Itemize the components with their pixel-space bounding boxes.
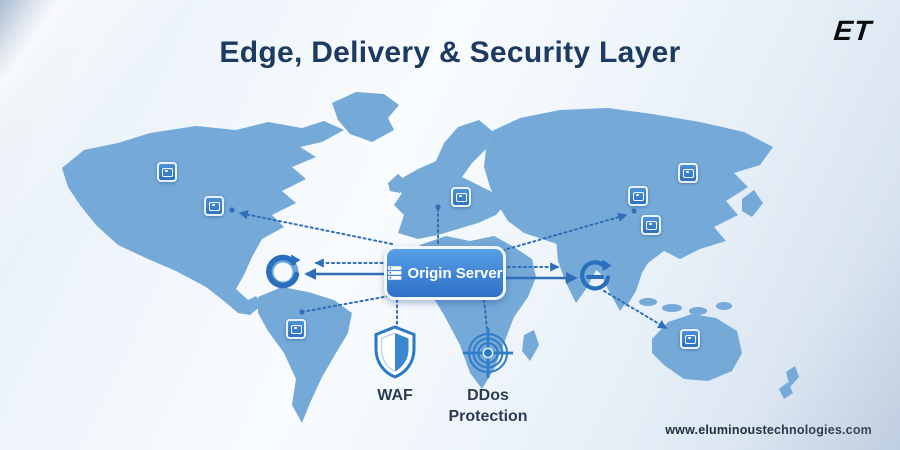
waf-label: WAF <box>377 387 413 404</box>
connection-lines <box>238 209 668 331</box>
edge-node-icon <box>632 191 644 201</box>
edge-node-icon <box>645 220 657 230</box>
waf-item: WAF <box>373 325 417 407</box>
edge-node-east-russia <box>678 163 698 183</box>
company-logo: ET <box>832 15 874 46</box>
edge-node-europe <box>451 187 471 207</box>
edge-node-icon <box>682 168 694 178</box>
server-stack-icon <box>388 266 402 280</box>
origin-server-box: Origin Server <box>384 246 506 300</box>
website-url: www.eluminoustechnologies.com <box>665 423 872 437</box>
connection-dots <box>229 204 637 315</box>
ddos-item: DDos Protection <box>443 327 533 428</box>
shield-waf-icon <box>374 325 416 379</box>
edge-node-east-asia <box>641 215 661 235</box>
edge-node-icon <box>684 334 696 344</box>
origin-server-label: Origin Server <box>407 264 503 282</box>
edge-node-icon <box>161 167 173 177</box>
continents <box>62 92 799 423</box>
edge-node-siberia <box>628 186 648 206</box>
ddos-label: DDos Protection <box>448 387 528 425</box>
edge-node-icon <box>455 192 467 202</box>
edge-node-north-america <box>204 196 224 216</box>
edge-node-icon <box>290 324 302 334</box>
edge-node-south-america <box>286 319 306 339</box>
page-title: Edge, Delivery & Security Layer <box>219 36 681 69</box>
sync-arrow-icon <box>266 254 301 289</box>
edge-node-australia <box>680 329 700 349</box>
sync-refresh-icon <box>580 259 612 291</box>
ddos-target-icon <box>462 327 514 379</box>
edge-node-alaska <box>157 162 177 182</box>
edge-node-icon <box>208 201 220 211</box>
